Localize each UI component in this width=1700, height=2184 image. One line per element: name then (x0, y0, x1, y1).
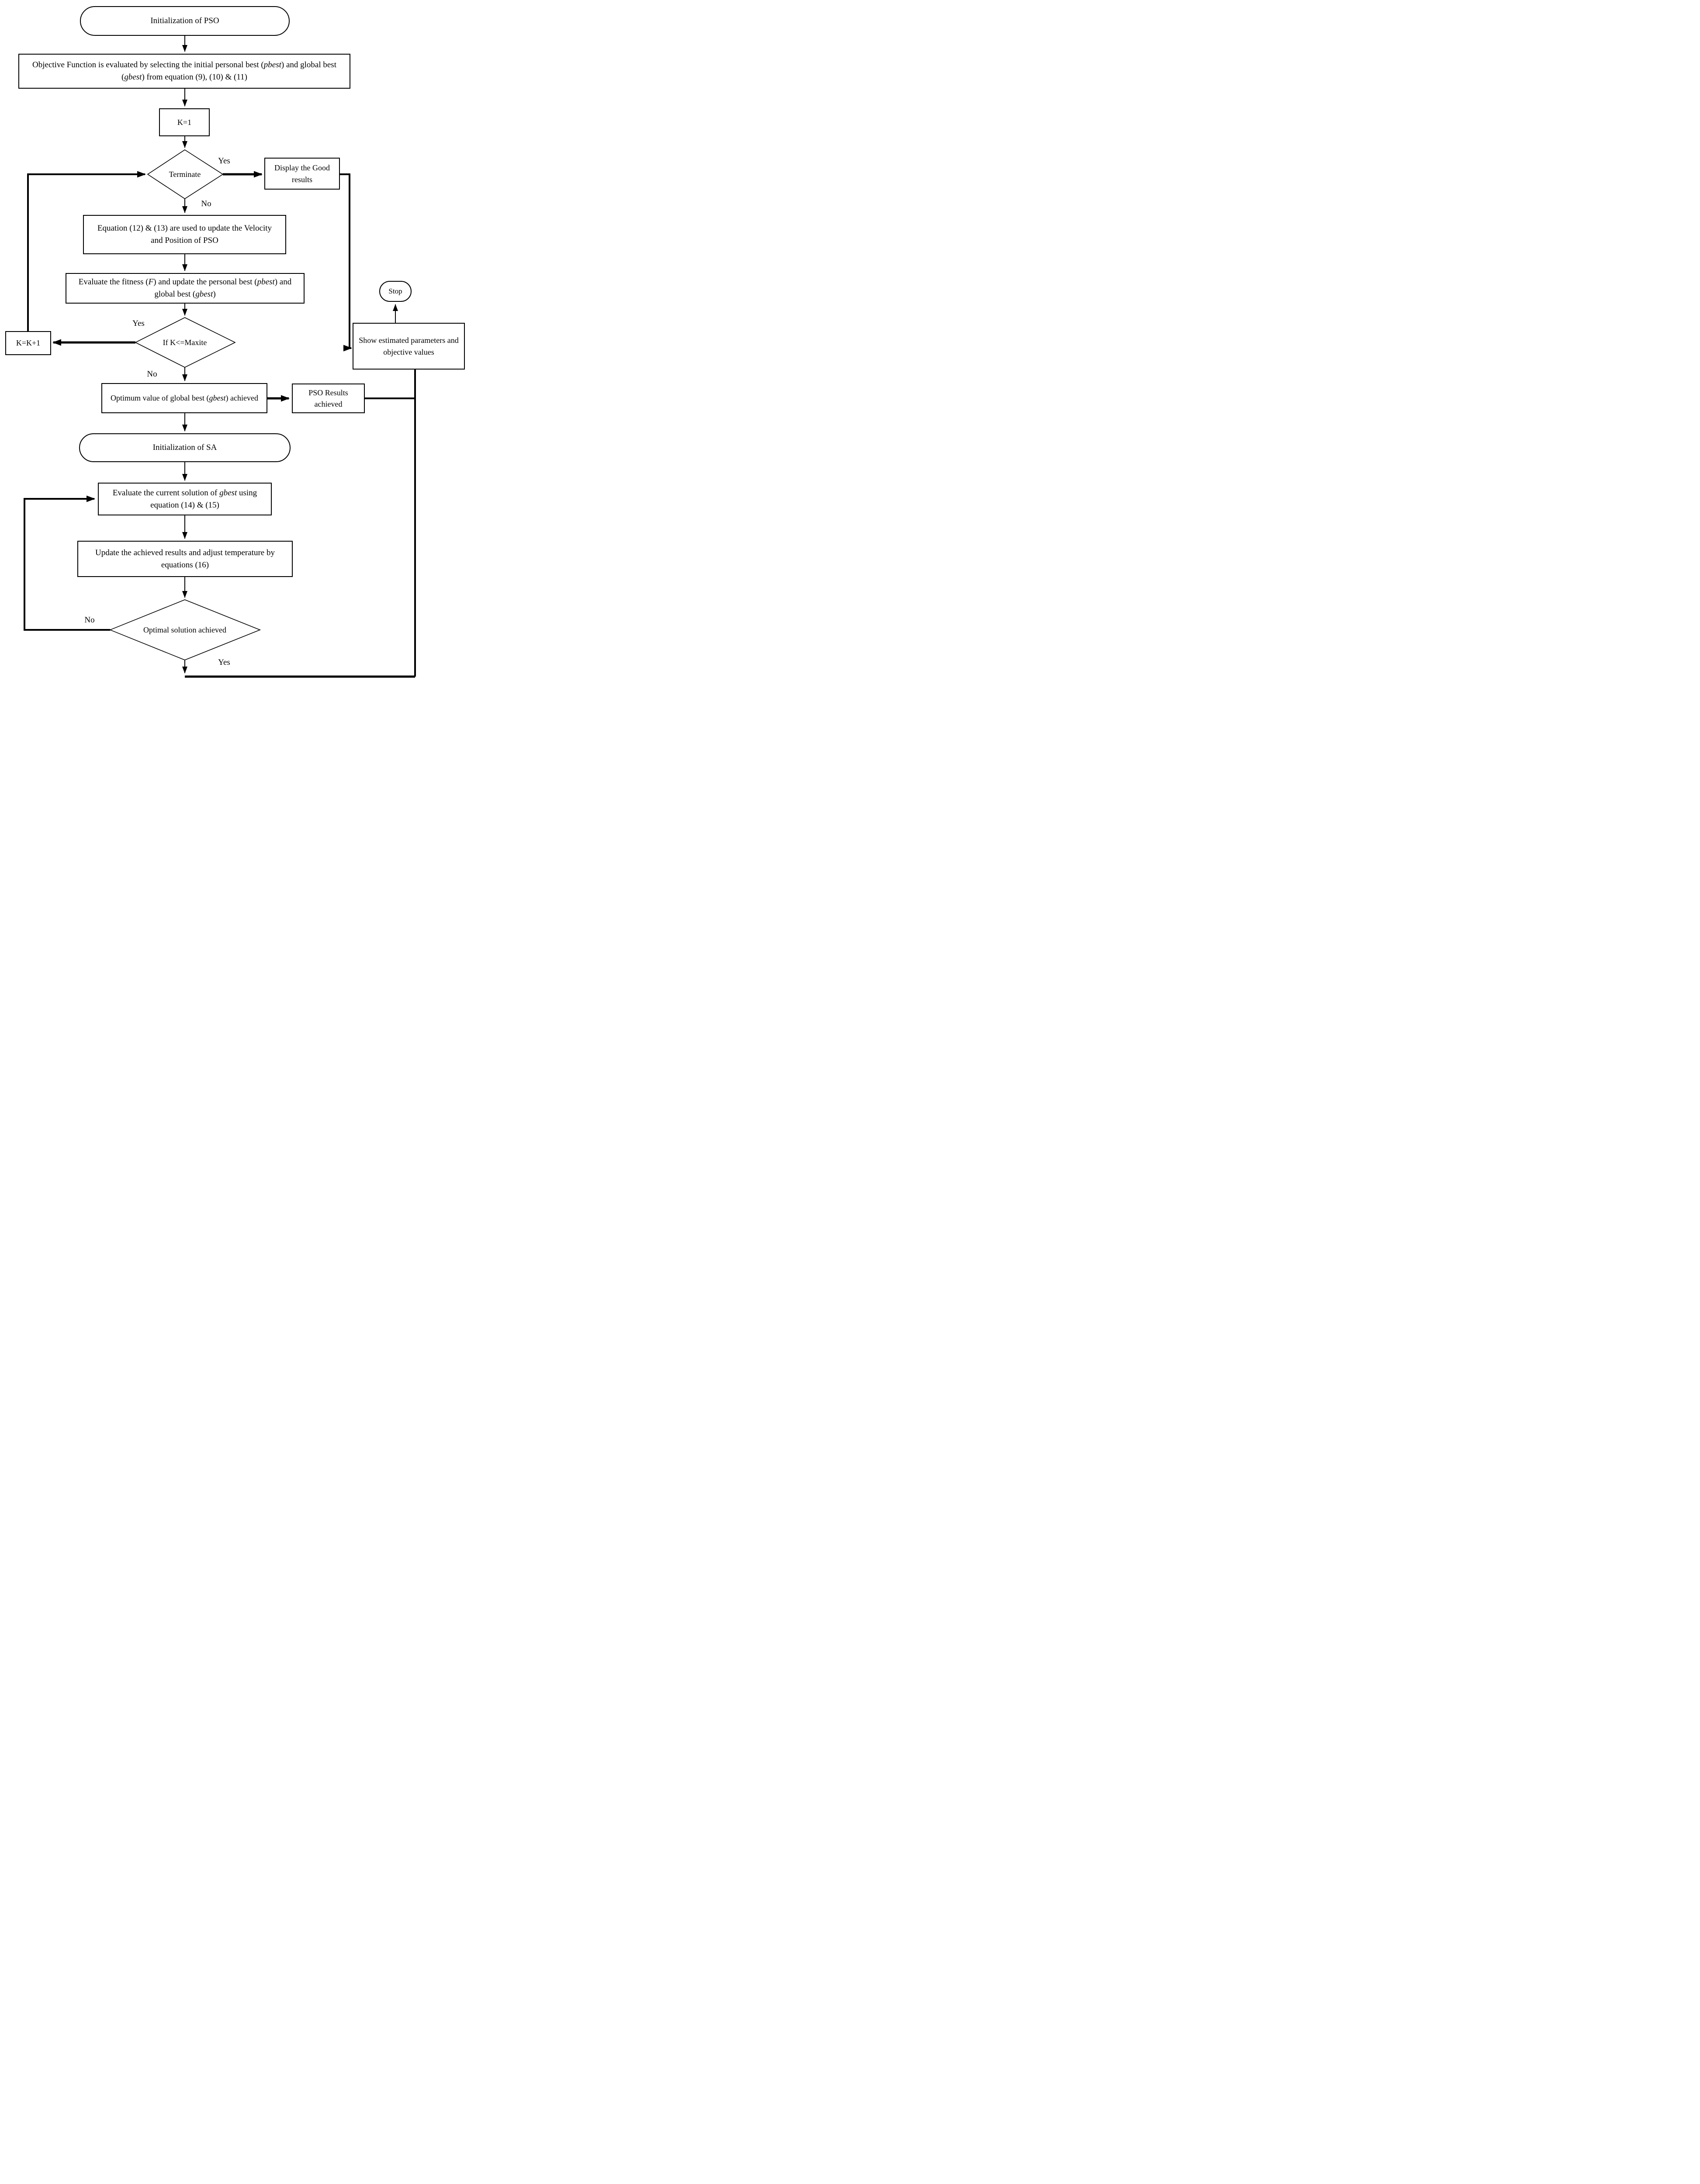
edge-label-maxite-yes: Yes (132, 319, 145, 328)
edge-label-optimal-no: No (84, 615, 95, 625)
node-objective-function: Objective Function is evaluated by selec… (18, 54, 350, 89)
node-k-equals-1: K=1 (159, 108, 210, 136)
node-optimal-solution-decision: Optimal solution achieved (143, 625, 226, 634)
edge-label-terminate-yes: Yes (218, 156, 230, 166)
node-stop: Stop (379, 281, 412, 302)
node-display-good-results: Display the Good results (264, 158, 340, 190)
node-k-increment: K=K+1 (5, 331, 51, 355)
edge-label-optimal-yes: Yes (218, 658, 230, 667)
node-terminate-decision: Terminate (169, 169, 201, 179)
edge-label-maxite-no: No (147, 370, 157, 379)
flowchart-pso-sa: Initialization of PSO Objective Function… (0, 0, 472, 685)
node-evaluate-current-solution: Evaluate the current solution of gbest u… (98, 483, 272, 515)
node-show-estimated-parameters: Show estimated parameters and objective … (353, 323, 465, 370)
node-pso-results-achieved: PSO Results achieved (292, 384, 365, 413)
edge-label-terminate-no: No (201, 199, 211, 208)
node-evaluate-fitness: Evaluate the fitness (F) and update the … (66, 273, 305, 304)
node-update-results-temperature: Update the achieved results and adjust t… (77, 541, 293, 577)
flow-connectors (24, 36, 416, 678)
node-update-velocity-position: Equation (12) & (13) are used to update … (83, 215, 286, 254)
node-if-k-maxite-decision: If K<=Maxite (163, 338, 207, 347)
node-optimum-gbest: Optimum value of global best (gbest) ach… (101, 383, 267, 413)
node-initialization-sa: Initialization of SA (79, 433, 291, 462)
node-initialization-pso: Initialization of PSO (80, 6, 290, 36)
